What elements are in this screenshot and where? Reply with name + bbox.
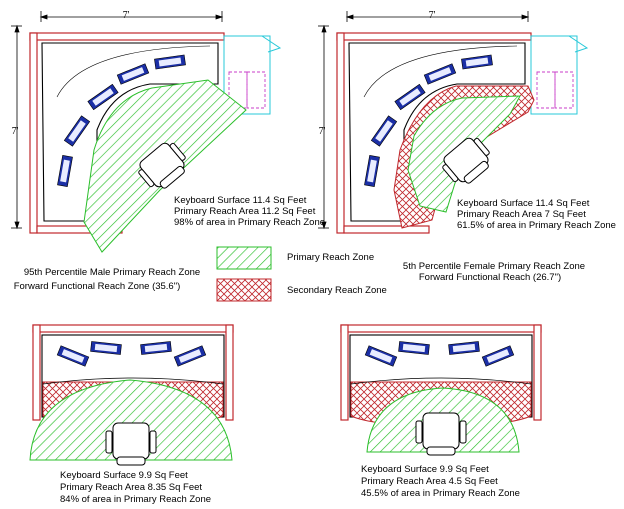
desk-inner-edge bbox=[56, 45, 211, 98]
monitor bbox=[173, 345, 207, 367]
monitor bbox=[57, 155, 73, 187]
dimension-side-label: 7' bbox=[319, 126, 326, 137]
office-chair bbox=[415, 412, 467, 456]
workstation-top-left: 7' 7' bbox=[11, 10, 325, 292]
monitors bbox=[56, 341, 207, 367]
keyboard-surface-text: Keyboard Surface 11.4 Sq Feet bbox=[457, 198, 590, 209]
caption-line-1: 95th Percentile Male Primary Reach Zone bbox=[24, 267, 200, 278]
monitors bbox=[57, 54, 186, 187]
workstation-stats: Keyboard Surface 9.9 Sq Feet Primary Rea… bbox=[361, 464, 520, 499]
door-swing bbox=[530, 35, 589, 115]
office-chair bbox=[105, 422, 157, 466]
dimension-top-label: 7' bbox=[429, 10, 436, 21]
monitor bbox=[448, 341, 480, 355]
caption-line-2: Forward Functional Reach Zone (35.6") bbox=[14, 281, 181, 292]
keyboard-surface-text: Keyboard Surface 9.9 Sq Feet bbox=[60, 470, 188, 481]
legend: Primary Reach Zone Secondary Reach Zone bbox=[216, 246, 387, 302]
monitor bbox=[140, 341, 172, 355]
monitors bbox=[364, 341, 515, 367]
dimension-top bbox=[39, 11, 224, 22]
filing-cabinet bbox=[536, 71, 574, 109]
workstation-bottom-left: Keyboard Surface 9.9 Sq Feet Primary Rea… bbox=[29, 324, 234, 505]
dimension-side bbox=[318, 24, 329, 230]
dimension-side-label: 7' bbox=[12, 126, 19, 137]
keyboard-surface-text: Keyboard Surface 11.4 Sq Feet bbox=[174, 195, 307, 206]
monitor bbox=[364, 345, 398, 367]
keyboard-surface-text: Keyboard Surface 9.9 Sq Feet bbox=[361, 464, 489, 475]
workstation-bottom-right: Keyboard Surface 9.9 Sq Feet Primary Rea… bbox=[340, 324, 542, 499]
dimension-top-label: 7' bbox=[123, 10, 130, 21]
monitor bbox=[154, 54, 186, 70]
monitor bbox=[116, 63, 150, 85]
primary-reach-area-text: Primary Reach Area 11.2 Sq Feet bbox=[174, 206, 316, 217]
partition-walls bbox=[32, 324, 234, 421]
primary-reach-zone bbox=[29, 379, 233, 461]
partition-walls bbox=[340, 324, 542, 421]
monitor bbox=[370, 115, 398, 147]
monitor bbox=[364, 155, 380, 187]
caption-line-1: 5th Percentile Female Primary Reach Zone bbox=[403, 261, 585, 272]
workstation-caption: 5th Percentile Female Primary Reach Zone… bbox=[403, 261, 585, 283]
reach-percentage-text: 61.5% of area in Primary Reach Zone bbox=[457, 220, 616, 231]
desk-inner-edge bbox=[363, 45, 518, 98]
dimension-side bbox=[11, 24, 22, 230]
monitor bbox=[398, 341, 430, 355]
secondary-zone-swatch bbox=[216, 278, 272, 302]
monitor bbox=[87, 83, 119, 111]
primary-reach-area-text: Primary Reach Area 7 Sq Feet bbox=[457, 209, 586, 220]
monitor bbox=[90, 341, 122, 355]
caption-line-2: Forward Functional Reach (26.7") bbox=[419, 272, 561, 283]
workstation-stats: Keyboard Surface 11.4 Sq Feet Primary Re… bbox=[457, 198, 616, 231]
partition-walls bbox=[336, 32, 532, 234]
monitors bbox=[364, 54, 493, 187]
monitor bbox=[63, 115, 91, 147]
primary-reach-area-text: Primary Reach Area 8.35 Sq Feet bbox=[60, 482, 202, 493]
primary-zone-swatch bbox=[216, 246, 272, 270]
desk-front-edge bbox=[42, 377, 224, 385]
legend-primary-label: Primary Reach Zone bbox=[287, 252, 374, 263]
reach-percentage-text: 45.5% of area in Primary Reach Zone bbox=[361, 488, 520, 499]
monitor bbox=[481, 345, 515, 367]
monitor bbox=[56, 345, 90, 367]
monitor bbox=[461, 54, 493, 70]
monitor bbox=[423, 63, 457, 85]
reach-percentage-text: 98% of area in Primary Reach Zone bbox=[174, 217, 325, 228]
workstation-stats: Keyboard Surface 9.9 Sq Feet Primary Rea… bbox=[60, 470, 211, 505]
office-chair bbox=[442, 137, 490, 184]
primary-reach-area-text: Primary Reach Area 4.5 Sq Feet bbox=[361, 476, 498, 487]
legend-secondary-label: Secondary Reach Zone bbox=[287, 285, 387, 296]
desk-front-edge bbox=[350, 377, 532, 385]
reach-percentage-text: 84% of area in Primary Reach Zone bbox=[60, 494, 211, 505]
dimension-top bbox=[345, 11, 530, 22]
workstation-stats: Keyboard Surface 11.4 Sq Feet Primary Re… bbox=[174, 195, 325, 228]
office-chair bbox=[138, 142, 186, 189]
door-swing bbox=[223, 35, 282, 115]
workstation-caption: 95th Percentile Male Primary Reach Zone … bbox=[14, 267, 200, 292]
monitor bbox=[394, 83, 426, 111]
workstation-top-right: 7' 7' bbox=[318, 10, 616, 283]
